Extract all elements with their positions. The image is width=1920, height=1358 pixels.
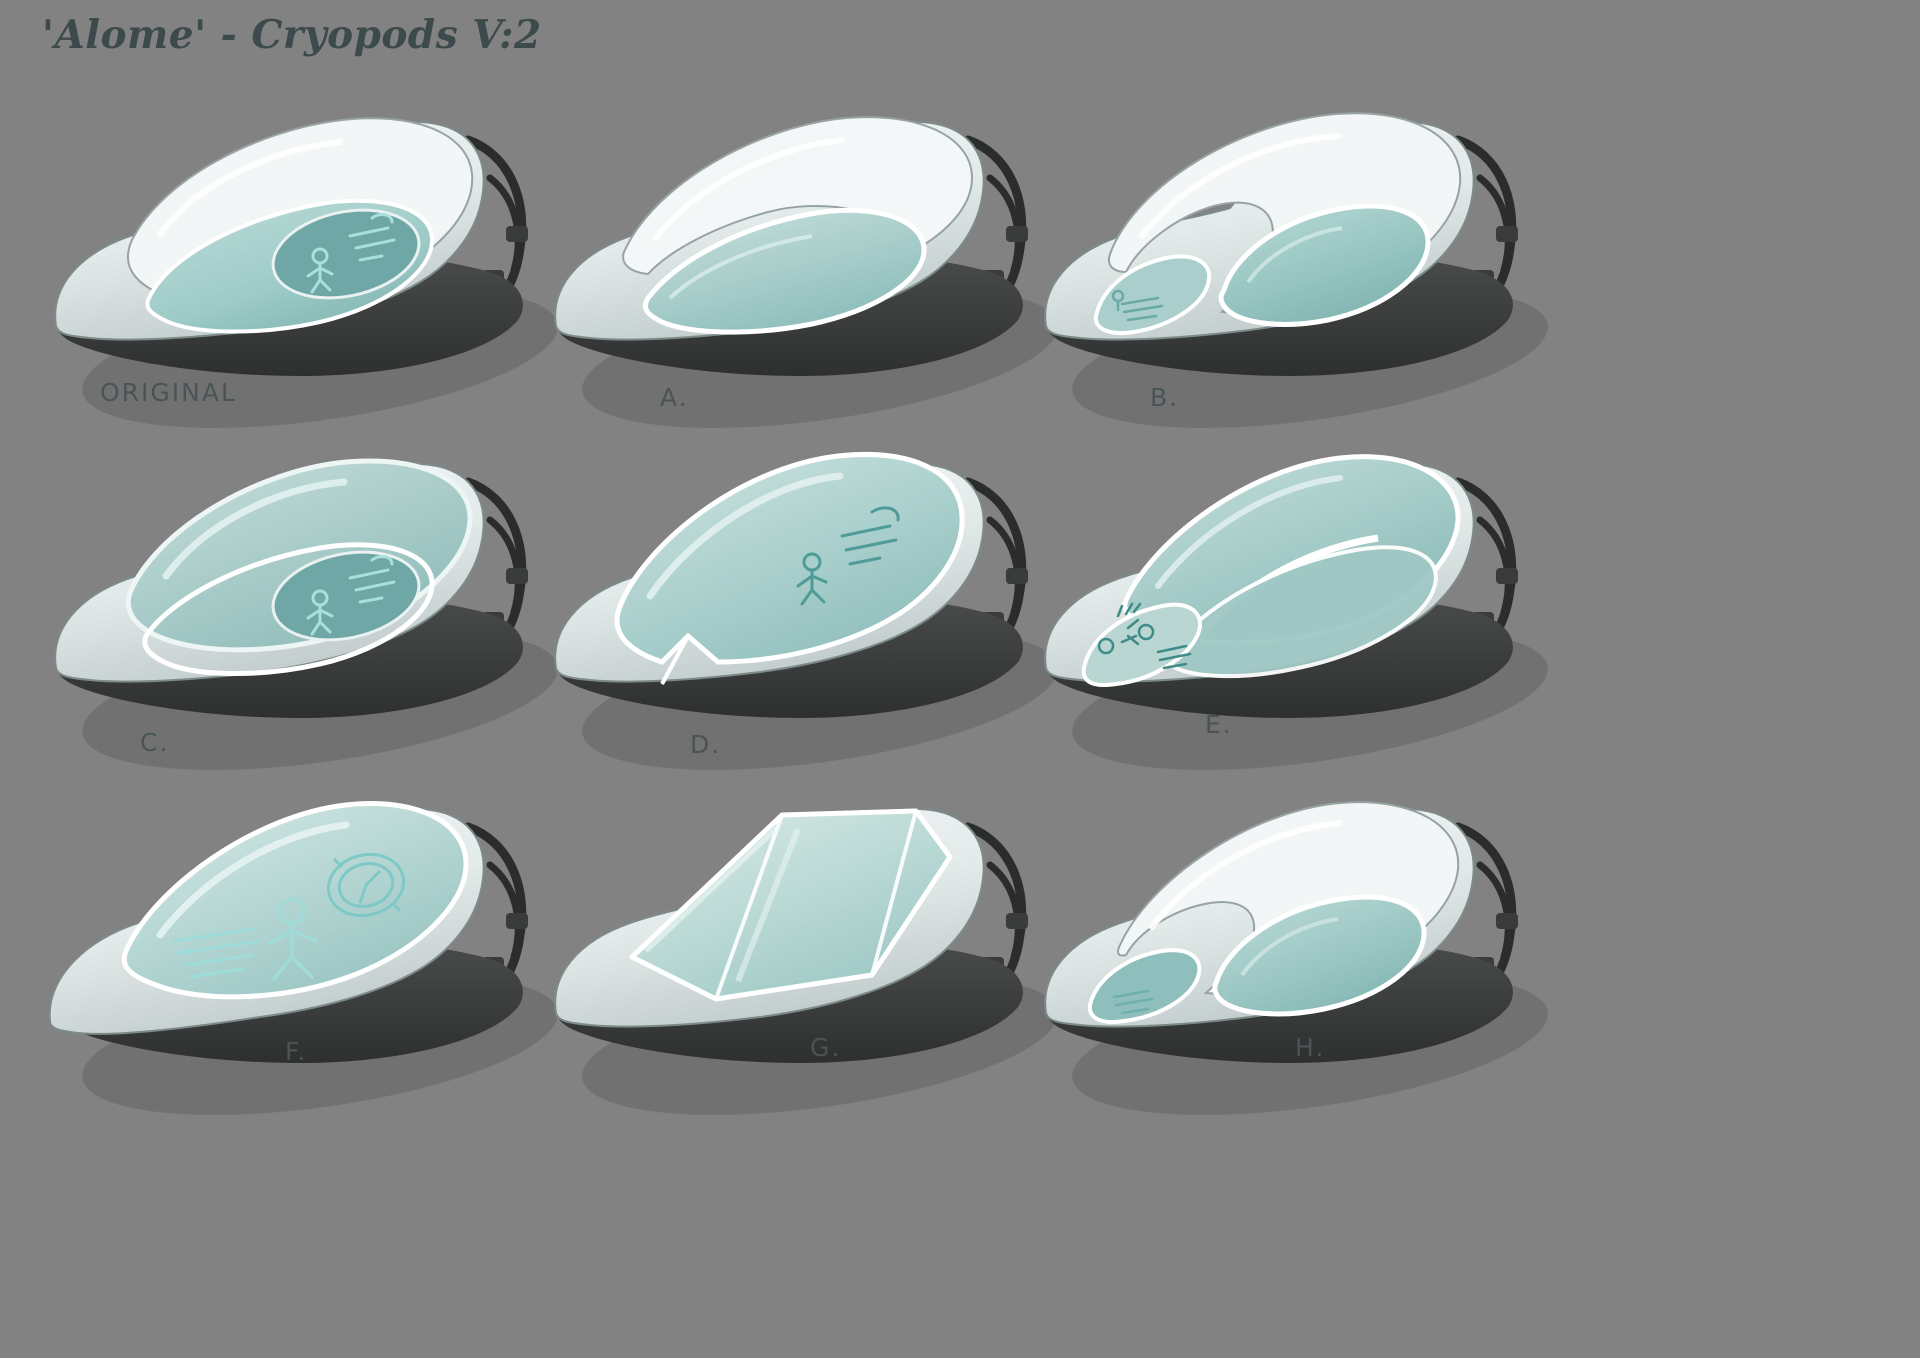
pod-label: F. <box>285 1037 308 1066</box>
pod-original: ORIGINAL <box>20 58 580 458</box>
page-title: 'Alome' - Cryopods V:2 <box>42 12 542 58</box>
pod-label: A. <box>660 383 689 412</box>
pod-f: F. <box>20 745 580 1145</box>
pod-label: B. <box>1150 383 1180 412</box>
pod-illustration <box>554 807 1058 1115</box>
pod-h: H. <box>1010 745 1570 1145</box>
pod-illustration <box>554 116 1058 428</box>
pod-illustration <box>1044 801 1548 1115</box>
pod-illustration <box>554 451 1058 770</box>
pod-illustration <box>1044 112 1548 428</box>
pod-illustration <box>1044 454 1548 770</box>
pod-label: H. <box>1295 1033 1326 1062</box>
pod-label: C. <box>140 728 170 757</box>
pod-g: G. <box>520 745 1080 1145</box>
pod-b: B. <box>1010 58 1570 458</box>
pod-illustration <box>54 117 558 428</box>
pod-label: G. <box>810 1033 842 1062</box>
pod-label: E. <box>1205 710 1233 739</box>
pod-illustration <box>54 458 558 770</box>
pod-a: A. <box>520 58 1080 458</box>
pod-c: C. <box>20 400 580 800</box>
pod-d: D. <box>520 400 1080 800</box>
pod-label: ORIGINAL <box>100 378 237 407</box>
pod-label: D. <box>690 730 722 759</box>
pod-e: E. <box>1010 400 1570 800</box>
pod-illustration <box>48 801 558 1115</box>
